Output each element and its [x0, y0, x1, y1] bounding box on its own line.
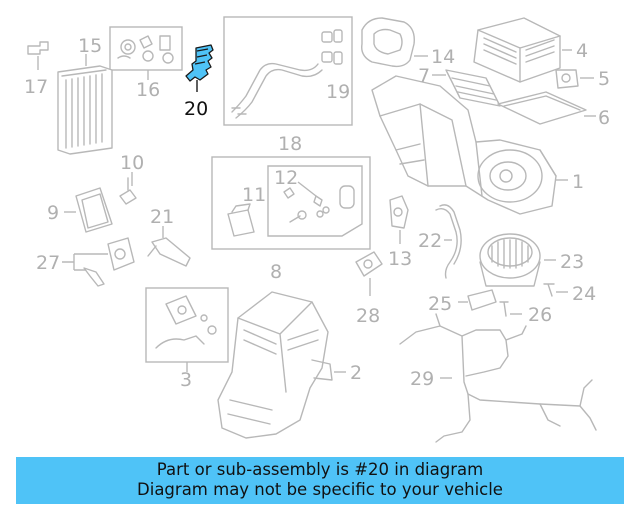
valve-subbox-12: [267, 165, 363, 237]
fittings-part-19[interactable]: [321, 29, 343, 65]
bracket-part-13[interactable]: [389, 195, 409, 244]
actuator-linkage-part-3[interactable]: [155, 295, 217, 372]
banner-line-part-number: Part or sub-assembly is #20 in diagram: [156, 460, 484, 479]
tube-box-18: [223, 16, 353, 126]
callout-14: 14: [431, 46, 455, 68]
callout-24: 24: [572, 283, 596, 305]
callout-13: 13: [388, 248, 412, 270]
callout-2: 2: [350, 362, 362, 384]
callout-22: 22: [418, 230, 442, 252]
valve-block-part-11[interactable]: [227, 203, 255, 237]
kit-box-16: [109, 26, 183, 71]
actuator-part-5[interactable]: [555, 69, 594, 89]
seal-part-25[interactable]: [458, 289, 497, 311]
callout-8: 8: [270, 261, 282, 283]
hvac-case-part-1[interactable]: [371, 75, 568, 215]
callout-5: 5: [598, 68, 610, 90]
heater-core-part-9[interactable]: [64, 187, 113, 233]
callout-19: 19: [326, 81, 350, 103]
valve-box-8: [211, 156, 371, 250]
parts-diagram: 1 2 3 4 5 6 7 8 9 10 11 12 13 14 15 16 1…: [24, 16, 610, 443]
callout-18: 18: [278, 133, 302, 155]
callout-27: 27: [36, 252, 60, 274]
info-banner: Part or sub-assembly is #20 in diagram D…: [16, 457, 624, 504]
screw-part-26[interactable]: [499, 301, 522, 317]
callout-6: 6: [598, 107, 610, 129]
callout-10: 10: [120, 152, 144, 174]
wiring-harness-part-29[interactable]: [399, 313, 597, 443]
seal-kit-part-16[interactable]: [117, 35, 174, 80]
blower-motor-part-23[interactable]: [479, 233, 556, 287]
callout-12: 12: [274, 167, 298, 189]
callout-26: 26: [528, 304, 552, 326]
callout-20-highlighted: 20: [184, 98, 208, 120]
callout-16: 16: [136, 79, 160, 101]
actuator-part-28[interactable]: [355, 251, 383, 296]
callout-29: 29: [410, 368, 434, 390]
callout-15: 15: [78, 35, 102, 57]
bracket-part-20-highlighted[interactable]: [185, 44, 214, 92]
callout-1: 1: [572, 171, 584, 193]
callout-11: 11: [242, 184, 266, 206]
actuator-part-27[interactable]: [62, 237, 135, 287]
sensor-part-10[interactable]: [119, 172, 137, 205]
callout-4: 4: [576, 40, 588, 62]
lower-housing-part-2[interactable]: [217, 291, 346, 439]
banner-line-disclaimer: Diagram may not be specific to your vehi…: [137, 480, 503, 499]
callout-28: 28: [356, 305, 380, 327]
seal-part-14[interactable]: [361, 17, 428, 68]
connector-part-21[interactable]: [147, 226, 191, 267]
tube-assembly-part-18[interactable]: [231, 62, 323, 119]
hose-part-22[interactable]: [435, 204, 462, 279]
callout-3: 3: [180, 369, 192, 391]
screw-part-24[interactable]: [543, 283, 568, 297]
callout-25: 25: [428, 293, 452, 315]
cabin-filter-part-6[interactable]: [497, 91, 596, 125]
callout-21: 21: [150, 206, 174, 228]
evaporator-core-part-15[interactable]: [57, 54, 113, 155]
clip-part-17[interactable]: [27, 41, 49, 70]
callout-23: 23: [560, 251, 584, 273]
valve-hardware-part-12[interactable]: [283, 181, 355, 223]
housing-part-4[interactable]: [473, 17, 572, 83]
callout-17: 17: [24, 76, 48, 98]
callout-9: 9: [47, 202, 59, 224]
filter-frame-part-7[interactable]: [432, 69, 501, 107]
callout-7: 7: [418, 65, 430, 87]
